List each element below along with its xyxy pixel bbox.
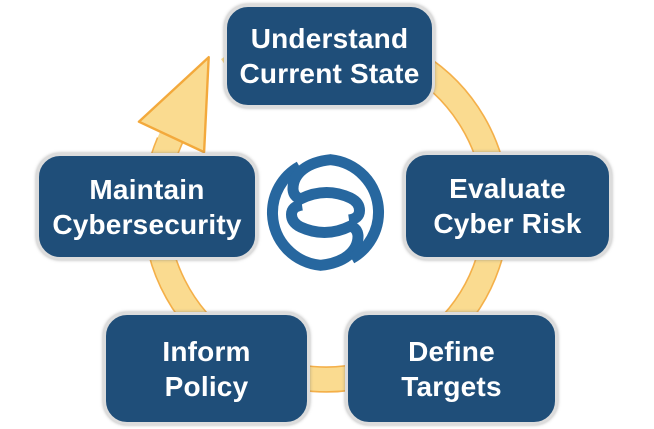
step-box-define-targets: Define Targets — [345, 312, 558, 425]
step-label-line: Understand — [250, 23, 409, 54]
step-label-line: Cybersecurity — [52, 208, 242, 240]
step-box-understand-current-state: Understand Current State — [224, 4, 435, 108]
step-label-line: Evaluate — [449, 173, 566, 204]
step-box-inform-policy: Inform Policy — [103, 312, 310, 425]
swirl-eye-icon — [266, 154, 385, 271]
step-box-evaluate-cyber-risk: Evaluate Cyber Risk — [403, 152, 612, 260]
step-label-line: Maintain — [89, 173, 205, 205]
step-label-line: Define — [408, 335, 495, 367]
swirl-stroke-right — [287, 154, 385, 264]
step-label-line: Policy — [164, 370, 249, 402]
step-label-line: Inform — [162, 335, 251, 367]
swirl-stroke-left — [266, 161, 364, 271]
step-label-line: Current State — [239, 58, 420, 89]
step-label-line: Targets — [401, 370, 502, 402]
cycle-arrowhead-icon — [137, 56, 210, 154]
step-label-line: Cyber Risk — [433, 208, 582, 239]
step-box-maintain-cybersecurity: Maintain Cybersecurity — [36, 153, 258, 260]
